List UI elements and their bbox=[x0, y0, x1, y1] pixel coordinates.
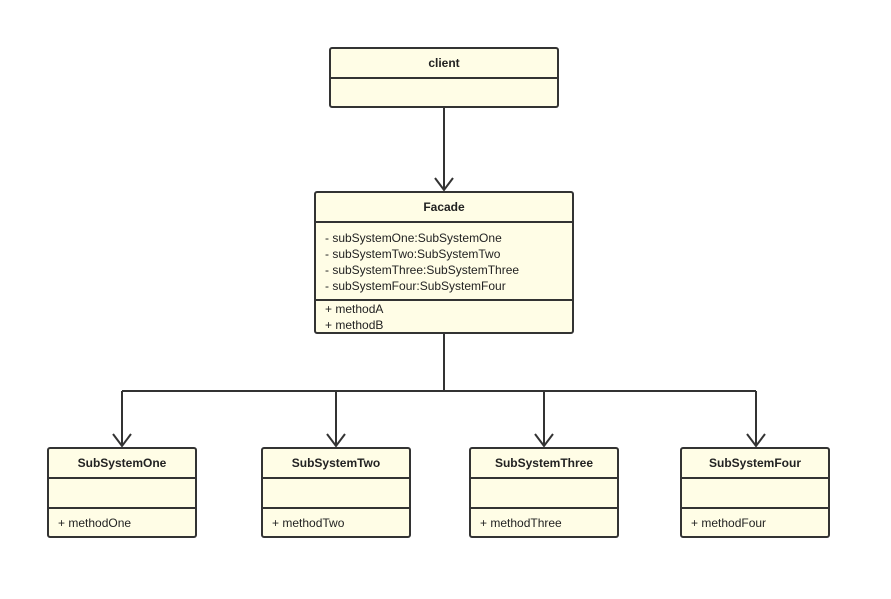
attribute: - subSystemOne:SubSystemOne bbox=[325, 231, 502, 245]
class-subsystem-two[interactable]: SubSystemTwo + methodTwo bbox=[261, 447, 411, 538]
class-client[interactable]: client bbox=[329, 47, 559, 108]
arrowhead-subsystem-one bbox=[112, 433, 132, 448]
attribute: - subSystemFour:SubSystemFour bbox=[325, 279, 506, 293]
attributes-section bbox=[263, 479, 409, 509]
methods-section: + methodOne bbox=[49, 509, 195, 534]
attribute: - subSystemThree:SubSystemThree bbox=[325, 263, 520, 277]
method: + methodTwo bbox=[272, 516, 345, 530]
class-name: Facade bbox=[316, 193, 572, 223]
arrowhead-subsystem-four bbox=[746, 433, 766, 448]
class-name: client bbox=[331, 49, 557, 79]
attributes-section bbox=[331, 79, 557, 106]
methods-section: + methodThree bbox=[471, 509, 617, 534]
methods-section: + methodA + methodB bbox=[316, 301, 572, 332]
methods-section: + methodTwo bbox=[263, 509, 409, 534]
method: + methodA bbox=[325, 302, 384, 316]
method: + methodOne bbox=[58, 516, 132, 530]
attributes-section bbox=[471, 479, 617, 509]
arrowhead-subsystem-three bbox=[534, 433, 554, 448]
attributes-section bbox=[682, 479, 828, 509]
class-name: SubSystemOne bbox=[49, 449, 195, 479]
method: + methodB bbox=[325, 318, 384, 332]
class-subsystem-one[interactable]: SubSystemOne + methodOne bbox=[47, 447, 197, 538]
attribute: - subSystemTwo:SubSystemTwo bbox=[325, 247, 501, 261]
class-subsystem-three[interactable]: SubSystemThree + methodThree bbox=[469, 447, 619, 538]
class-facade[interactable]: Facade - subSystemOne:SubSystemOne - sub… bbox=[314, 191, 574, 334]
arrowhead-subsystem-two bbox=[326, 433, 346, 448]
class-name: SubSystemThree bbox=[471, 449, 617, 479]
class-name: SubSystemFour bbox=[682, 449, 828, 479]
attributes-section: - subSystemOne:SubSystemOne - subSystemT… bbox=[316, 223, 572, 301]
attributes-section bbox=[49, 479, 195, 509]
method: + methodThree bbox=[480, 516, 562, 530]
method: + methodFour bbox=[691, 516, 767, 530]
arrowhead-facade bbox=[434, 177, 454, 192]
class-subsystem-four[interactable]: SubSystemFour + methodFour bbox=[680, 447, 830, 538]
class-name: SubSystemTwo bbox=[263, 449, 409, 479]
methods-section: + methodFour bbox=[682, 509, 828, 534]
